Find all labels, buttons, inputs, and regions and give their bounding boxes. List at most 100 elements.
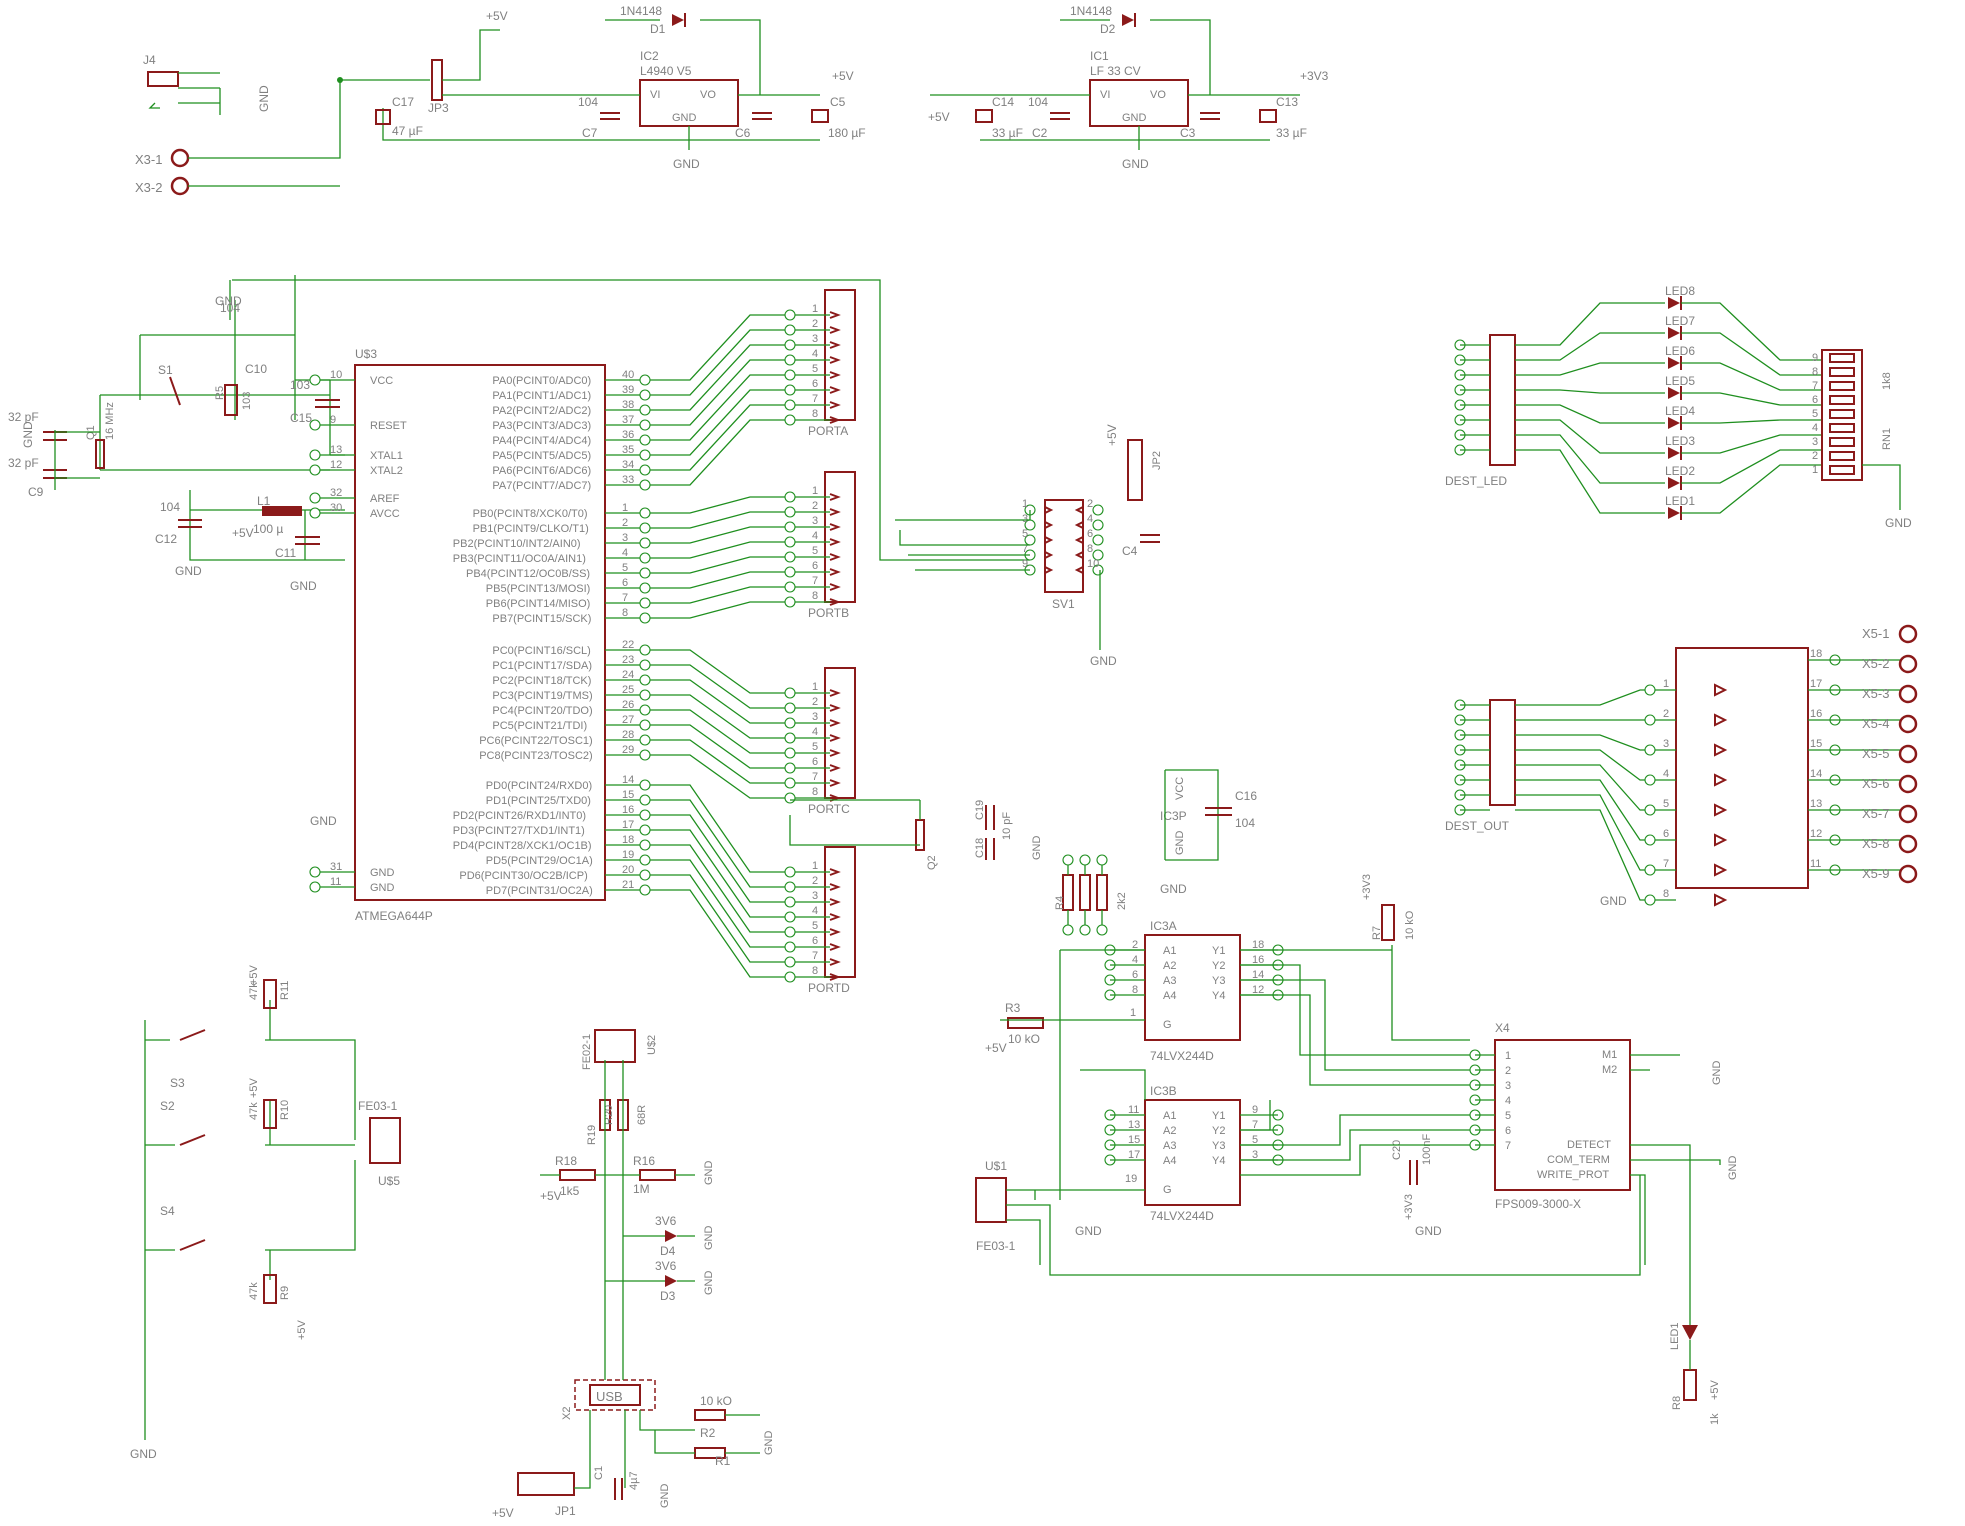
gnd-sv1: GND xyxy=(1090,654,1117,668)
mcu-right-pin-18 xyxy=(639,674,651,686)
s3-switch xyxy=(179,1029,206,1041)
led-label: LED8 xyxy=(1665,284,1695,298)
port-pin-num: 8 xyxy=(812,786,818,798)
mcu-right-pin-label: PB2(PCINT10/INT2/AIN0) xyxy=(453,538,581,550)
port-pin xyxy=(784,399,796,411)
q1-value: 16 MHz xyxy=(104,402,116,440)
r3-label: R3 xyxy=(1005,1001,1021,1015)
port-pin-num: 1 xyxy=(812,681,818,693)
x4-pin-num: 7 xyxy=(1505,1140,1511,1152)
gnd-driver: GND xyxy=(1600,894,1627,908)
mcu-right-pin-label: PD0(PCINT24/RXD0) xyxy=(486,780,592,792)
ic3b-output-label: Y3 xyxy=(1212,1140,1225,1152)
driver-in-pin xyxy=(1644,804,1656,816)
mcu-right-pin-12 xyxy=(639,567,651,579)
r2-resistor xyxy=(694,1409,726,1421)
ic3a-body xyxy=(1144,934,1241,1041)
mcu-right-pin-num: 36 xyxy=(622,429,634,441)
ic1-vi: VI xyxy=(1100,89,1110,101)
mcu-right-pin-21 xyxy=(639,719,651,731)
gnd-c12: GND xyxy=(175,564,202,578)
x5-label: X5-6 xyxy=(1862,776,1889,791)
c12-value: 104 xyxy=(160,500,180,514)
port-header-portb xyxy=(824,471,856,603)
mcu-left-pin-label: AREF xyxy=(370,493,400,505)
driver-out-num: 12 xyxy=(1810,828,1822,840)
jp1-header xyxy=(517,1472,575,1496)
ic3a-part: 74LVX244D xyxy=(1150,1049,1214,1063)
d3-label: D3 xyxy=(660,1289,676,1303)
c13-cap xyxy=(1259,109,1277,123)
ic3a-g-label: G xyxy=(1163,1019,1172,1031)
ic1-gnd-pin: GND xyxy=(1122,112,1147,124)
port-pin-num: 5 xyxy=(812,545,818,557)
sv1-right-pin xyxy=(1092,504,1104,516)
c13-value: 33 µF xyxy=(1276,126,1307,140)
mcu-right-pin-num: 39 xyxy=(622,384,634,396)
c20-value: 100nF xyxy=(1421,1134,1433,1165)
plus5v-label-top: +5V xyxy=(486,9,508,23)
d2-diode xyxy=(1122,14,1134,26)
led-diode xyxy=(1668,357,1680,369)
c18-label: C18 xyxy=(974,838,986,858)
mcu-right-pin-num: 18 xyxy=(622,834,634,846)
gnd-r16: GND xyxy=(703,1161,715,1186)
r18-value: 1k5 xyxy=(560,1184,580,1198)
mcu-left-pin-num: 32 xyxy=(330,487,342,499)
mcu-right-pin-num: 33 xyxy=(622,474,634,486)
mcu-right-pin-num: 22 xyxy=(622,639,634,651)
mcu-right-pin-23 xyxy=(639,749,651,761)
r9-resistor xyxy=(263,1274,277,1304)
c7-value: 104 xyxy=(578,95,598,109)
plus5v-avcc: +5V xyxy=(232,526,254,540)
port-pin xyxy=(784,926,796,938)
mcu-right-pin-label: PB3(PCINT11/OC0A/AIN1) xyxy=(453,553,586,565)
c13-label: C13 xyxy=(1276,95,1298,109)
driver-in-pin xyxy=(1644,894,1656,906)
l1-label: L1 xyxy=(257,494,271,508)
x2-label: X2 xyxy=(561,1407,573,1420)
s4-switch xyxy=(179,1239,206,1251)
ic2-gnd-pin: GND xyxy=(672,112,697,124)
oscillator-reset-section: 104 C10 GND S1 R5 103 103 C15 Q1 16 MHz … xyxy=(8,275,1030,593)
mcu-right-pin-num: 16 xyxy=(622,804,634,816)
mcu-right-pin-num: 17 xyxy=(622,819,634,831)
r20-label: R20 xyxy=(603,1105,615,1125)
q1-label: Q1 xyxy=(85,425,97,440)
c1-value: 4µ7 xyxy=(628,1471,640,1490)
ic3b-part: 74LVX244D xyxy=(1150,1209,1214,1223)
x5-label: X5-8 xyxy=(1862,836,1889,851)
driver-in-num: 3 xyxy=(1663,738,1669,750)
mcu-left-pin-3 xyxy=(309,464,321,476)
port-pin-num: 4 xyxy=(812,348,818,360)
c11-label: C11 xyxy=(275,546,296,560)
x4-label: X4 xyxy=(1495,1021,1510,1035)
port-pin xyxy=(784,536,796,548)
mcu-left-pin-label: AVCC xyxy=(370,508,400,520)
ic3a-input-label: A1 xyxy=(1163,945,1176,957)
driver-in-pin xyxy=(1644,834,1656,846)
port-pin xyxy=(784,491,796,503)
j4-jack xyxy=(147,71,179,87)
mcu-name: U$3 xyxy=(355,347,377,361)
port-pin xyxy=(784,581,796,593)
mcu-right-pin-label: PA2(PCINT2/ADC2) xyxy=(492,405,591,417)
mcu-right-pin-0 xyxy=(639,374,651,386)
mcu-right-pin-label: PC3(PCINT19/TMS) xyxy=(492,690,592,702)
d2-label: D2 xyxy=(1100,22,1116,36)
ic3a-pin-num: 18 xyxy=(1252,939,1264,951)
c6-label: C6 xyxy=(735,126,751,140)
plus5v-r3: +5V xyxy=(985,1041,1007,1055)
d3-value: 3V6 xyxy=(655,1259,677,1273)
gnd-rn1: GND xyxy=(1885,516,1912,530)
port-pin-num: 7 xyxy=(812,393,818,405)
ic3a-pin-num: 14 xyxy=(1252,969,1264,981)
q1-crystal xyxy=(95,439,105,469)
r19-label: R19 xyxy=(586,1125,598,1145)
mcu-left-pin-num: 13 xyxy=(330,444,342,456)
usb-label: USB xyxy=(596,1389,623,1404)
driver-out-num: 13 xyxy=(1810,798,1822,810)
ic2-gnd-label: GND xyxy=(673,157,700,171)
mcu-right-pin-label: PC1(PCINT17/SDA) xyxy=(492,660,592,672)
port-pin-num: 5 xyxy=(812,920,818,932)
